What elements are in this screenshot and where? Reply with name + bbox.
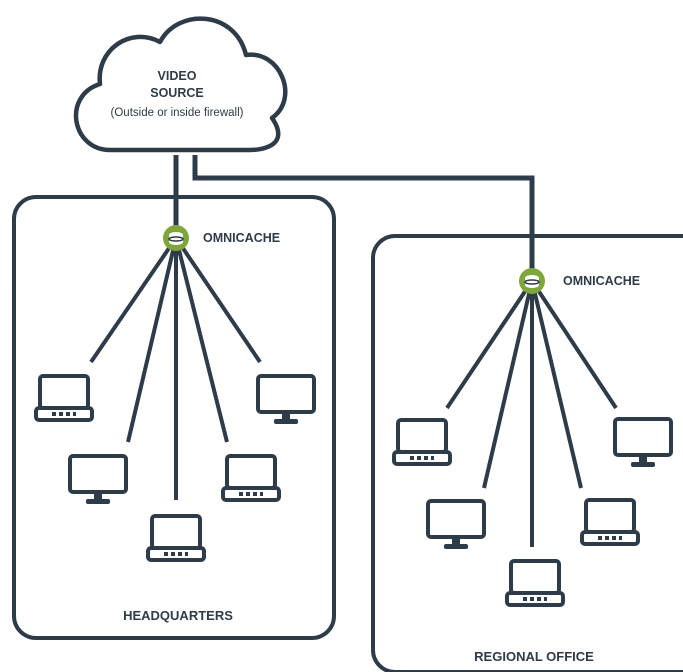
regional-spokes <box>445 279 618 547</box>
regional-site-label: REGIONAL OFFICE <box>474 649 594 664</box>
laptop-icon <box>505 559 565 607</box>
cloud-icon: VIDEO SOURCE (Outside or inside firewall… <box>73 16 288 153</box>
laptop-icon <box>221 454 281 502</box>
cloud-subtitle: (Outside or inside firewall) <box>111 107 244 119</box>
regional-office-container <box>371 234 683 672</box>
omnicache-node-icon <box>162 224 190 252</box>
cloud-to-regional-link <box>192 155 535 281</box>
cloud-title-line1: VIDEO <box>158 69 197 83</box>
monitor-icon <box>613 417 673 469</box>
hq-omnicache-label: OMNICACHE <box>203 231 280 245</box>
laptop-icon <box>146 514 206 562</box>
hq-spokes <box>89 236 262 500</box>
laptop-icon <box>34 374 94 422</box>
laptop-icon <box>580 498 640 546</box>
regional-omnicache-label: OMNICACHE <box>563 274 640 288</box>
omnicache-node-icon <box>518 267 546 295</box>
monitor-icon <box>426 499 486 551</box>
hq-site-label: HEADQUARTERS <box>123 608 233 623</box>
monitor-icon <box>68 454 128 506</box>
laptop-icon <box>392 418 452 466</box>
cloud-title-line2: SOURCE <box>150 86 203 100</box>
monitor-icon <box>256 374 316 426</box>
